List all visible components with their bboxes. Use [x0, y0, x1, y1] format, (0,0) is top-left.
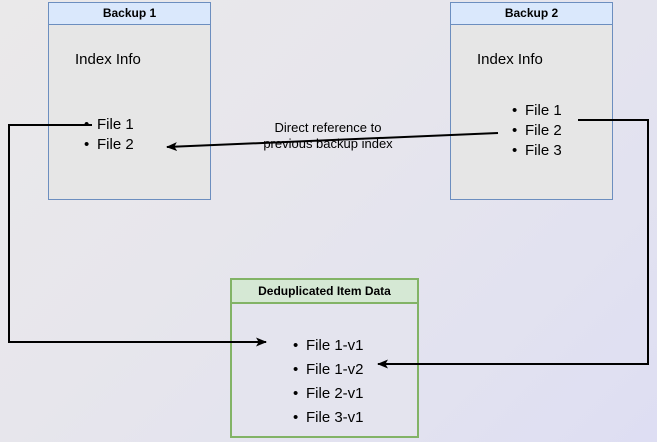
- backup-2-header: Backup 2: [451, 3, 612, 25]
- backup-2-box: Backup 2 Index Info File 1 File 2 File 3: [450, 2, 613, 200]
- list-item: File 2: [84, 135, 134, 155]
- backup-2-file-list: File 1 File 2 File 3: [491, 101, 562, 161]
- annotation-line-1: Direct reference to: [274, 120, 382, 135]
- deduplicated-file-list: File 1-v1 File 1-v2 File 2-v1 File 3-v1: [272, 334, 363, 430]
- backup-1-box: Backup 1 Index Info File 1 File 2: [48, 2, 211, 200]
- list-item: File 1: [84, 115, 134, 135]
- list-item: File 3-v1: [293, 406, 363, 430]
- direct-reference-annotation: Direct reference to previous backup inde…: [248, 120, 408, 152]
- deduplicated-item-data-header: Deduplicated Item Data: [232, 280, 417, 304]
- list-item: File 1: [512, 101, 562, 121]
- backup-1-index-info-label: Index Info: [75, 51, 141, 68]
- backup-1-file-list: File 1 File 2: [63, 115, 134, 155]
- list-item: File 1-v2: [293, 358, 363, 382]
- deduplicated-item-data-box: Deduplicated Item Data File 1-v1 File 1-…: [230, 278, 419, 438]
- backup-2-index-info-label: Index Info: [477, 51, 543, 68]
- backup-1-header: Backup 1: [49, 3, 210, 25]
- list-item: File 2: [512, 121, 562, 141]
- list-item: File 3: [512, 141, 562, 161]
- list-item: File 2-v1: [293, 382, 363, 406]
- list-item: File 1-v1: [293, 334, 363, 358]
- annotation-line-2: previous backup index: [263, 136, 393, 151]
